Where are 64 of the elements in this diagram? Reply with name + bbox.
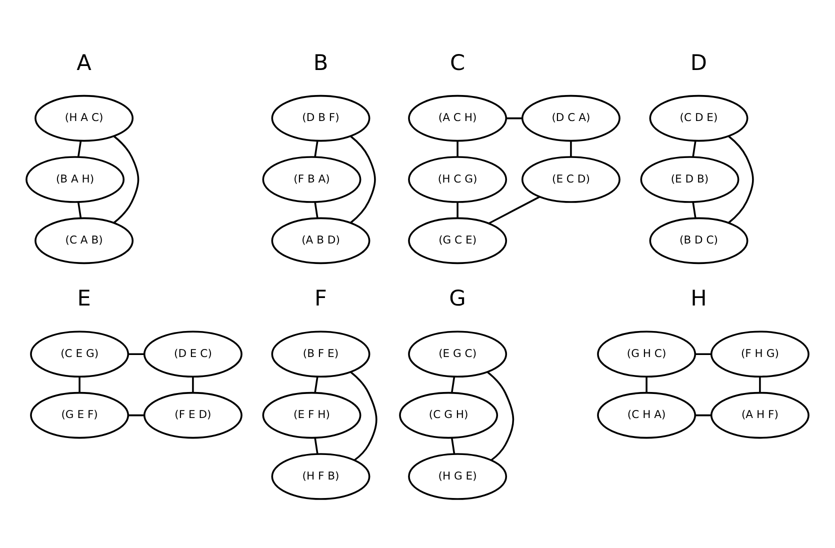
node-ellipse: (D B F) — [271, 94, 370, 142]
node-ellipse: (C H A) — [597, 392, 696, 439]
connector — [192, 376, 194, 393]
connector — [759, 376, 761, 393]
label: G — [449, 286, 466, 312]
connector — [695, 353, 712, 355]
connector — [695, 414, 712, 416]
node-ellipse: (A C H) — [408, 94, 508, 142]
node-ellipse: (H A C) — [34, 94, 134, 142]
connector — [78, 376, 80, 393]
label: F — [314, 286, 327, 312]
node-ellipse: (F E D) — [143, 392, 242, 439]
node-ellipse: (B A H) — [26, 156, 125, 203]
connector — [77, 140, 82, 157]
node-ellipse: (G C E) — [408, 217, 508, 264]
node-ellipse: (A H F) — [710, 392, 810, 439]
label: D — [690, 50, 708, 76]
connector — [128, 414, 144, 416]
node-ellipse: (F B A) — [262, 156, 362, 203]
node-ellipse: (G E F) — [30, 392, 130, 439]
label: H — [690, 286, 707, 312]
node-ellipse: (E C D) — [521, 156, 620, 203]
node-ellipse: (E D B) — [640, 156, 740, 203]
connector — [456, 202, 458, 218]
connector — [314, 202, 318, 218]
connector — [692, 140, 696, 157]
node-ellipse: (C E G) — [30, 330, 130, 378]
connector — [570, 140, 572, 157]
connector — [506, 117, 522, 120]
connector — [486, 371, 514, 461]
label: C — [450, 50, 466, 76]
node-ellipse: (E G C) — [408, 330, 508, 378]
node-ellipse: (H C G) — [408, 156, 508, 203]
connector — [488, 196, 540, 224]
connector — [77, 202, 82, 218]
node-ellipse: (D C A) — [521, 94, 620, 142]
connector — [113, 136, 140, 224]
connector — [692, 202, 696, 218]
connector — [450, 376, 456, 393]
node-ellipse: (A B D) — [271, 217, 370, 264]
connector — [350, 371, 378, 461]
node-ellipse: (E F H) — [262, 392, 362, 439]
node-ellipse: (D E C) — [143, 330, 242, 378]
connector — [646, 376, 648, 393]
connector — [314, 438, 318, 454]
connector — [728, 136, 754, 224]
node-ellipse: (C A B) — [34, 217, 134, 264]
connector — [314, 140, 318, 157]
node-ellipse: (B F E) — [271, 330, 370, 378]
node-ellipse: (C G H) — [399, 392, 498, 439]
connector — [128, 353, 144, 355]
node-ellipse: (B D C) — [649, 217, 748, 264]
node-ellipse: (F H G) — [710, 330, 810, 378]
node-ellipse: (H F B) — [271, 453, 370, 500]
connector — [450, 438, 456, 454]
label: A — [76, 50, 92, 76]
label: E — [77, 286, 91, 312]
connector — [456, 140, 458, 157]
connector — [350, 136, 376, 224]
node-ellipse: (H G E) — [408, 453, 508, 500]
node-ellipse: (G H C) — [597, 330, 696, 378]
label: B — [313, 50, 328, 76]
node-ellipse: (C D E) — [649, 94, 748, 142]
connector — [314, 376, 318, 393]
